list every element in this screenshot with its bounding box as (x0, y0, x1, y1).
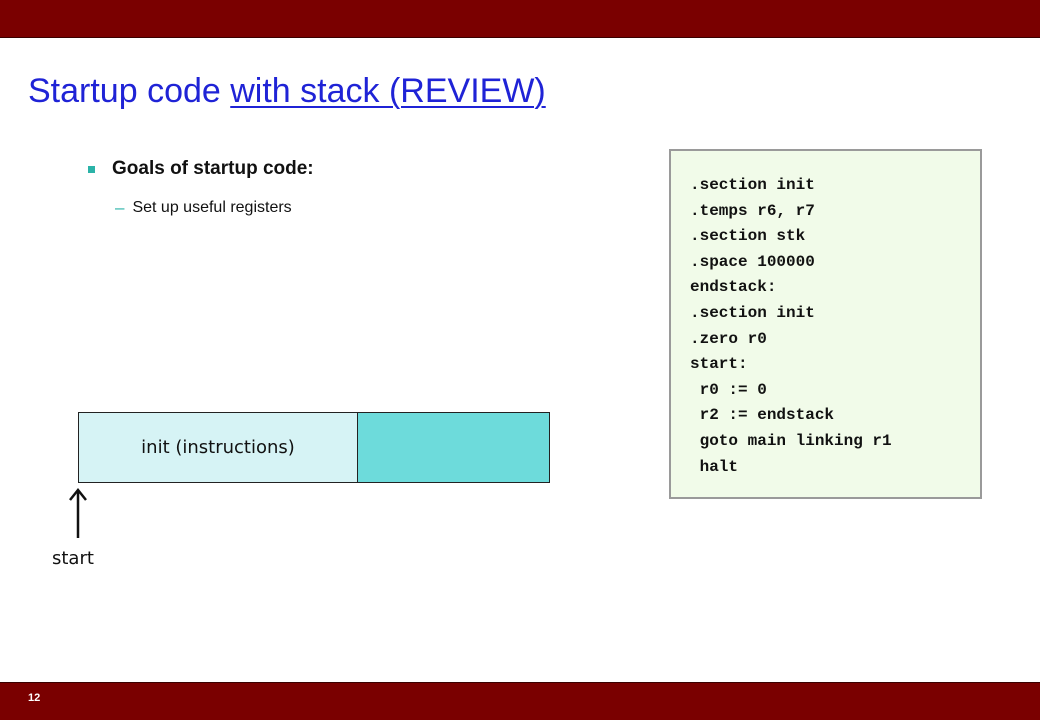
sub-bullet-registers: – Set up useful registers (115, 198, 292, 218)
up-arrow-icon (69, 488, 87, 538)
code-line: endstack: (690, 278, 777, 297)
slide-number: 12 (28, 692, 41, 704)
init-region-label: init (instructions) (141, 437, 295, 458)
code-line: .section init (690, 176, 815, 194)
start-label: start (52, 548, 94, 569)
code-line: halt (690, 457, 739, 476)
top-banner (0, 0, 1040, 38)
sub-bullet-text: Set up useful registers (132, 199, 292, 216)
code-line: start: (690, 355, 748, 374)
bullet-goals: Goals of startup code: (88, 158, 314, 180)
bottom-banner: 12 (0, 682, 1040, 720)
code-line: goto main linking r1 (690, 431, 892, 450)
bullet-square-icon (88, 165, 95, 173)
code-line: .zero r0 (690, 329, 767, 348)
init-region: init (instructions) (79, 413, 358, 482)
code-line: .temps r6, r7 (690, 201, 815, 220)
code-listing: .section init .temps r6, r7 .section stk… (669, 149, 982, 499)
code-line: .section init (690, 303, 815, 322)
bullet-goals-text: Goals of startup code: (112, 158, 314, 179)
memory-layout-diagram: init (instructions) (78, 412, 550, 483)
code-line: .section stk (690, 227, 806, 246)
code-line: r0 := 0 (690, 380, 767, 399)
dash-icon: – (115, 198, 125, 217)
title-text: Startup code (28, 72, 231, 110)
title-link[interactable]: with stack (REVIEW) (230, 72, 546, 110)
slide-title: Startup code with stack (REVIEW) (28, 72, 546, 111)
stack-region (358, 413, 549, 482)
code-line: r2 := endstack (690, 406, 835, 425)
code-line: .space 100000 (690, 252, 815, 271)
